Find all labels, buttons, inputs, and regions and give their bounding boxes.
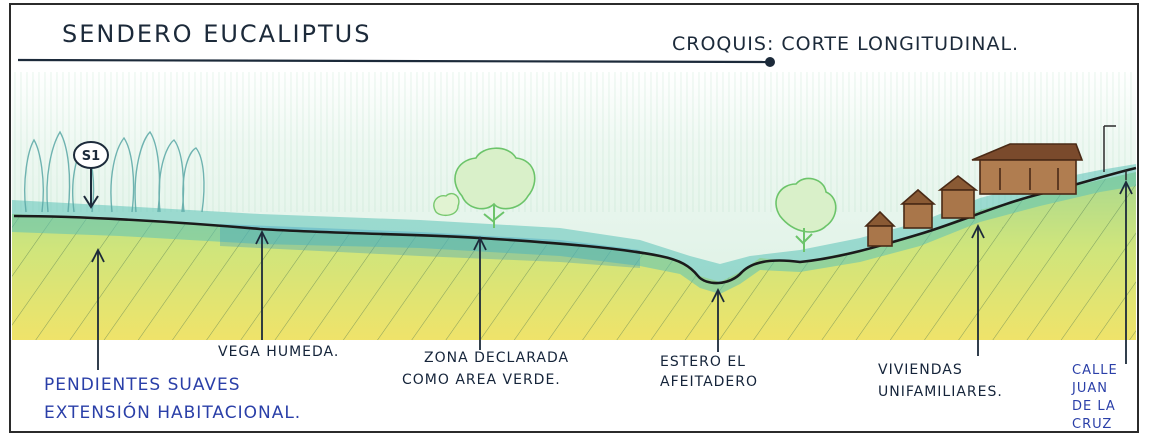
label-housing-line1: Viviendas bbox=[878, 362, 963, 378]
arrow-estero bbox=[711, 287, 725, 352]
cypress-trees bbox=[24, 130, 205, 213]
label-green-zone-line2: como area verde. bbox=[402, 372, 561, 388]
wet-meadow-stipple bbox=[220, 224, 640, 268]
house-4 bbox=[971, 143, 1084, 195]
arrow-slopes bbox=[91, 247, 105, 370]
label-street-line4: Cruz bbox=[1072, 417, 1112, 432]
diagram-title: Sendero Eucaliptus bbox=[62, 20, 371, 48]
arrow-housing bbox=[971, 223, 985, 356]
diagram-subtitle: Croquis: Corte longitudinal. bbox=[672, 33, 1019, 55]
tree-right bbox=[775, 177, 837, 252]
title-underline bbox=[17, 58, 769, 64]
grass-band bbox=[12, 164, 1136, 294]
marker-s1: S1 bbox=[73, 141, 109, 209]
tree-center bbox=[454, 147, 536, 228]
label-street-line2: Juan bbox=[1071, 381, 1108, 396]
marker-label: S1 bbox=[82, 149, 100, 164]
pointer-arrows bbox=[91, 179, 1133, 370]
label-slopes-line1: Pendientes suaves bbox=[44, 375, 241, 395]
label-street-line1: Calle bbox=[1072, 363, 1118, 378]
label-housing-line2: unifamiliares. bbox=[878, 384, 1003, 400]
house-3 bbox=[937, 174, 979, 219]
title-underline-dot bbox=[765, 57, 775, 67]
house-2 bbox=[899, 188, 937, 229]
houses bbox=[864, 143, 1084, 247]
label-street-line3: de la bbox=[1072, 399, 1116, 414]
street-pole bbox=[1103, 125, 1127, 180]
label-green-zone-line1: Zona declarada bbox=[424, 350, 569, 366]
green-trees bbox=[433, 147, 837, 252]
label-estero-line1: Estero el bbox=[660, 354, 746, 370]
arrow-street bbox=[1119, 179, 1133, 364]
sketch-frame bbox=[9, 3, 1139, 433]
label-slopes-line2: Extensión habitacional. bbox=[44, 401, 301, 423]
arrow-wet-meadow bbox=[255, 229, 269, 340]
house-1 bbox=[864, 210, 896, 247]
label-estero-line2: Afeitadero bbox=[660, 374, 758, 390]
label-wet-meadow: Vega humeda. bbox=[218, 344, 339, 360]
tree-small-left bbox=[433, 192, 460, 217]
arrow-green-zone bbox=[473, 235, 487, 350]
